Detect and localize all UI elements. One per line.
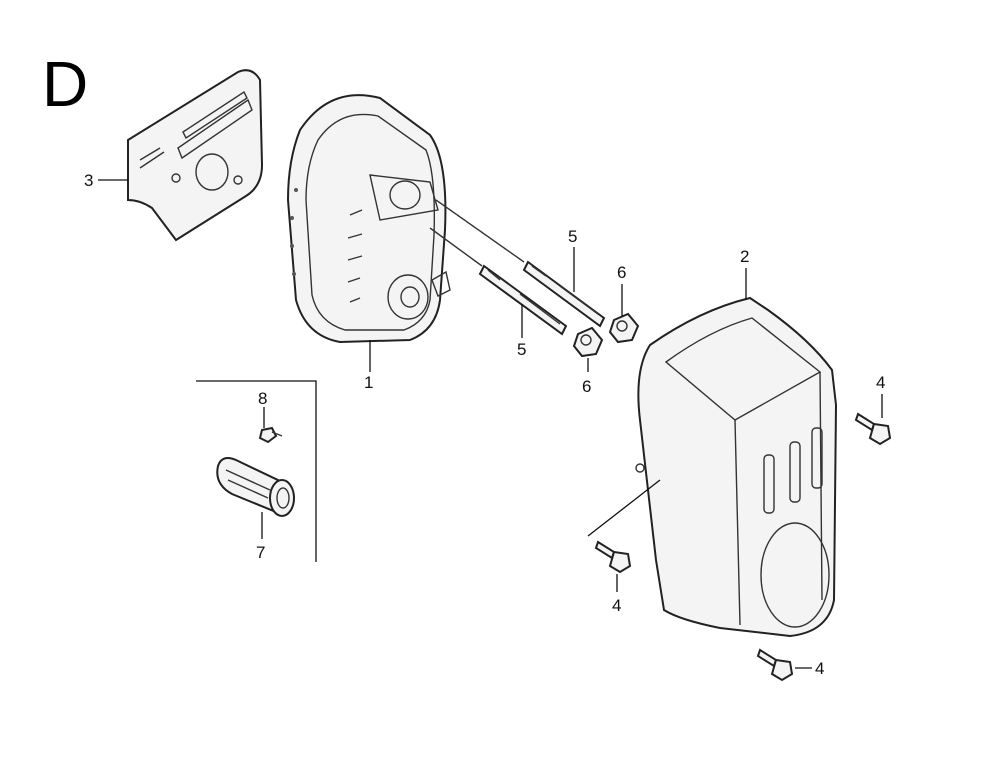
part-6-nut-upper bbox=[608, 312, 640, 344]
part-1-muffler bbox=[286, 94, 451, 344]
part-4-bolt-right bbox=[854, 412, 892, 446]
part-2-muffler-protector bbox=[635, 296, 838, 638]
part-7-spark-arrester bbox=[216, 457, 295, 517]
callout-1: 1 bbox=[364, 373, 373, 392]
callout-3: 3 bbox=[84, 171, 93, 190]
part-6-nut-lower bbox=[572, 326, 604, 358]
callout-5-upper: 5 bbox=[568, 227, 577, 246]
part-5-stud-lower bbox=[478, 264, 568, 336]
part-4-bolt-left bbox=[594, 540, 632, 574]
part-8-screw bbox=[258, 426, 283, 444]
part-4-bolt-bottom bbox=[756, 648, 794, 682]
section-letter: D bbox=[42, 48, 88, 120]
callout-2: 2 bbox=[740, 247, 749, 266]
callout-6-upper: 6 bbox=[617, 263, 626, 282]
callout-4-bottom: 4 bbox=[815, 659, 824, 678]
callout-7: 7 bbox=[256, 543, 265, 562]
part-5-stud-upper bbox=[522, 260, 606, 328]
callout-8: 8 bbox=[258, 389, 267, 408]
callout-5-lower: 5 bbox=[517, 340, 526, 359]
inset-frame bbox=[196, 380, 317, 562]
part-3-protector-plate bbox=[127, 69, 264, 242]
callout-6-lower: 6 bbox=[582, 377, 591, 396]
callout-4-right: 4 bbox=[876, 373, 885, 392]
leader-lines bbox=[98, 179, 883, 669]
callout-4-left: 4 bbox=[612, 596, 621, 615]
